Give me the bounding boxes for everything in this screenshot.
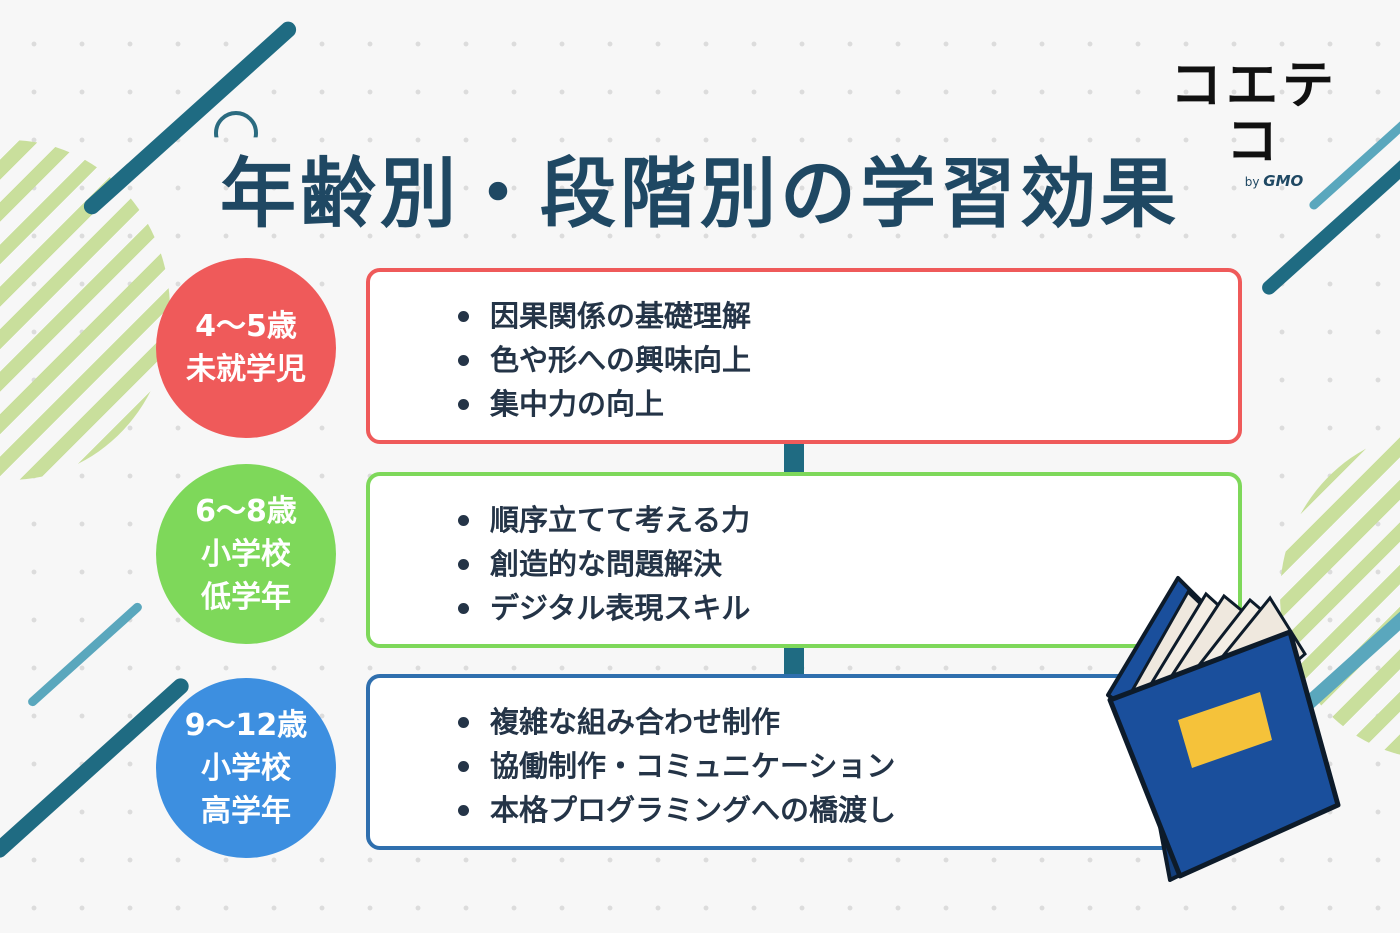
grade-label: 小学校: [201, 750, 291, 786]
benefit-card-stage-1: 因果関係の基礎理解 色や形への興味向上 集中力の向上: [366, 268, 1242, 444]
benefit-item: 本格プログラミングへの橋渡し: [456, 788, 896, 832]
benefit-item: 複雑な組み合わせ制作: [456, 700, 896, 744]
grade-label: 低学年: [201, 579, 291, 615]
benefit-item: 順序立てて考える力: [456, 498, 750, 542]
benefit-item: 創造的な問題解決: [456, 542, 750, 586]
benefit-item: 協働制作・コミュニケーション: [456, 744, 896, 788]
benefit-list: 順序立てて考える力 創造的な問題解決 デジタル表現スキル: [456, 498, 750, 630]
timeline-connector: [784, 644, 804, 678]
open-book-illustration: [1106, 576, 1341, 882]
benefit-card-stage-2: 順序立てて考える力 創造的な問題解決 デジタル表現スキル: [366, 472, 1242, 648]
ring-decoration: [214, 111, 258, 138]
grade-label: 高学年: [201, 793, 291, 829]
benefit-card-stage-3: 複雑な組み合わせ制作 協働制作・コミュニケーション 本格プログラミングへの橋渡し: [366, 674, 1242, 850]
age-range-label: 9〜12歳: [184, 707, 308, 743]
logo-byline: by GMO: [1244, 172, 1304, 190]
age-badge-stage-3: 9〜12歳 小学校 高学年: [156, 678, 336, 858]
benefit-item: 色や形への興味向上: [456, 338, 751, 382]
benefit-item: 集中力の向上: [456, 382, 751, 426]
age-range-label: 4〜5歳: [195, 309, 297, 344]
age-range-label: 6〜8歳: [195, 493, 297, 529]
grade-label: 未就学児: [186, 352, 306, 387]
grade-label: 小学校: [201, 536, 291, 572]
benefit-item: 因果関係の基礎理解: [456, 294, 751, 338]
benefit-item: デジタル表現スキル: [456, 586, 750, 630]
timeline-connector: [784, 440, 804, 476]
benefit-list: 因果関係の基礎理解 色や形への興味向上 集中力の向上: [456, 294, 751, 426]
age-badge-stage-1: 4〜5歳 未就学児: [156, 258, 336, 438]
brand-logo: コエテコ by GMO: [1166, 58, 1342, 190]
logo-wordmark: コエテコ: [1169, 56, 1338, 172]
age-badge-stage-2: 6〜8歳 小学校 低学年: [156, 464, 336, 644]
benefit-list: 複雑な組み合わせ制作 協働制作・コミュニケーション 本格プログラミングへの橋渡し: [456, 700, 896, 832]
page-title: 年齢別・段階別の学習効果: [220, 149, 1180, 238]
